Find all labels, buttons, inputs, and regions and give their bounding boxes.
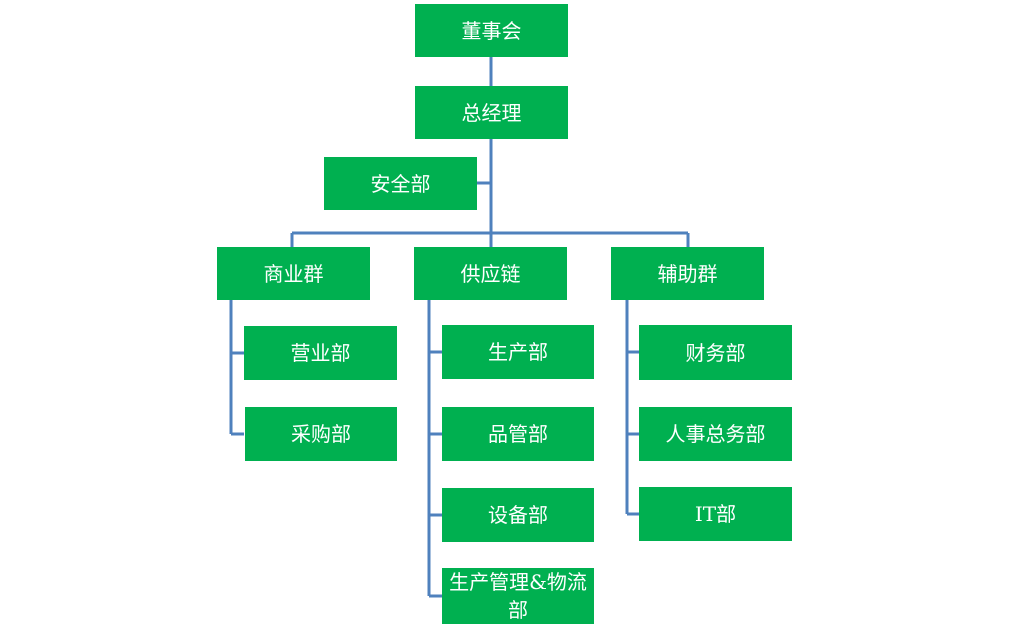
node-dept-quality-label: 品管部 [488,422,548,446]
node-dept-hr-admin: 人事总务部 [639,407,792,461]
node-general-manager-label: 总经理 [461,100,522,125]
node-general-manager: 总经理 [415,86,568,139]
node-group-supply-chain: 供应链 [414,247,567,300]
node-dept-production-logistics: 生产管理&物流部 [442,568,594,624]
node-dept-purchasing: 采购部 [245,407,397,461]
node-dept-finance-label: 财务部 [685,340,746,365]
node-dept-hr-admin-label: 人事总务部 [665,422,766,446]
node-dept-purchasing-label: 采购部 [291,422,351,446]
node-dept-production-label: 生产部 [488,340,548,364]
node-dept-sales: 营业部 [244,326,397,380]
node-dept-sales-label: 营业部 [290,341,351,365]
node-dept-it-label: IT部 [694,502,737,526]
node-safety: 安全部 [324,157,477,210]
node-dept-quality: 品管部 [442,407,594,461]
node-dept-equipment-label: 设备部 [488,503,548,527]
node-dept-equipment: 设备部 [442,488,594,542]
node-group-support-label: 辅助群 [657,261,718,286]
node-dept-finance: 财务部 [639,325,792,380]
node-group-business: 商业群 [217,247,370,300]
node-dept-production: 生产部 [442,325,594,379]
node-safety-label: 安全部 [370,171,431,196]
node-dept-it: IT部 [639,487,792,541]
node-group-supply-chain-label: 供应链 [460,261,521,286]
node-dept-production-logistics-label: 生产管理&物流部 [449,570,587,622]
node-board: 董事会 [415,4,568,57]
node-board-label: 董事会 [461,18,522,43]
node-group-support: 辅助群 [611,247,764,300]
node-group-business-label: 商业群 [263,261,324,286]
